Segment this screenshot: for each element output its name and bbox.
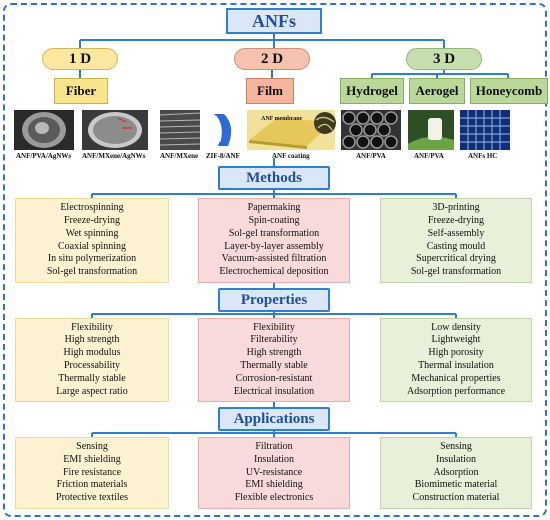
form-aerogel: Aerogel (409, 78, 465, 104)
form-film: Film (246, 78, 294, 104)
diagram-frame (3, 3, 547, 517)
methods-film-item: Vacuum-assisted filtration (221, 253, 327, 265)
applications-film-item: Insulation (254, 453, 294, 465)
properties-bulk-panel: Low density Lightweight High porosity Th… (380, 318, 532, 402)
dimension-2d: 2 D (234, 48, 310, 70)
applications-bulk-item: Construction material (412, 492, 500, 504)
form-hydrogel: Hydrogel (340, 78, 404, 104)
applications-film-panel: Filtration Insulation UV-resistance EMI … (198, 437, 350, 509)
dimension-1d: 1 D (42, 48, 118, 70)
photo-anf-pva-aerogel (408, 110, 454, 150)
methods-bulk-item: Sol-gel transformation (410, 266, 502, 278)
applications-bulk-item: Insulation (436, 453, 476, 465)
applications-bulk-panel: Sensing Insulation Adsorption Biomimetic… (380, 437, 532, 509)
methods-bulk-item: 3D-printing (432, 202, 480, 214)
properties-fiber-item: High strength (64, 334, 120, 346)
methods-bulk-panel: 3D-printing Freeze-drying Self-assembly … (380, 198, 532, 283)
properties-bulk-item: Low density (431, 321, 481, 333)
dimension-3d: 3 D (406, 48, 482, 70)
inset-anf-coating-micrograph (314, 112, 336, 134)
applications-bulk-item: Adsorption (433, 466, 479, 478)
applications-bulk-item: Biomimetic material (414, 479, 498, 491)
applications-bulk-item: Sensing (440, 441, 472, 452)
methods-film-panel: Papermaking Spin-coating Sol-gel transfo… (198, 198, 350, 283)
methods-fiber-item: In situ polymerization (47, 253, 137, 265)
methods-film-item: Sol-gel transformation (228, 227, 320, 239)
properties-header: Properties (218, 288, 330, 312)
methods-bulk-item: Freeze-drying (427, 214, 485, 226)
micrograph-anf-pva-hydrogel (341, 110, 401, 150)
methods-film-item: Electrochemical deposition (219, 266, 329, 278)
methods-bulk-item: Casting mould (426, 240, 486, 252)
properties-film-item: Filterability (250, 334, 298, 346)
caption-anf-pva-agnws: ANF/PVA/AgNWs (16, 152, 72, 160)
anf-membrane-label: ANF membrane (261, 116, 303, 122)
form-fiber: Fiber (54, 78, 108, 104)
methods-fiber-item: Sol-gel transformation (46, 266, 138, 278)
applications-fiber-item: Friction materials (56, 479, 128, 491)
applications-film-item: EMI shielding (245, 479, 303, 491)
methods-header: Methods (218, 166, 330, 190)
methods-fiber-item: Freeze-drying (63, 214, 121, 226)
methods-bulk-item: Self-assembly (427, 227, 485, 239)
caption-anfs-hc: ANFs HC (468, 152, 498, 160)
properties-bulk-item: Mechanical properties (411, 372, 501, 384)
applications-film-item: Filtration (255, 441, 293, 452)
applications-fiber-panel: Sensing EMI shielding Fire resistance Fr… (15, 437, 169, 509)
caption-anf-mxene-agnws: ANF/MXene/AgNWs (82, 152, 146, 160)
form-honeycomb: Honeycomb (470, 78, 548, 104)
properties-bulk-item: Lightweight (431, 334, 481, 346)
properties-fiber-item: Processability (63, 360, 121, 371)
applications-fiber-item: Fire resistance (62, 466, 122, 478)
methods-fiber-item: Wet spinning (65, 227, 119, 239)
micrograph-anf-mxene (160, 110, 200, 150)
methods-fiber-item: Coaxial spinning (57, 240, 127, 252)
properties-fiber-item: High modulus (63, 347, 121, 359)
applications-fiber-item: Sensing (76, 441, 108, 452)
caption-anf-pva-hydrogel: ANF/PVA (356, 152, 386, 160)
root-anfs: ANFs (226, 8, 322, 34)
applications-fiber-item: Protective textiles (56, 492, 128, 504)
micrograph-anf-pva-agnws (14, 110, 74, 150)
properties-fiber-panel: Flexibility High strength High modulus P… (15, 318, 169, 402)
applications-fiber-item: EMI shielding (63, 453, 121, 465)
methods-fiber-panel: Electrospinning Freeze-drying Wet spinni… (15, 198, 169, 283)
applications-film-item: UV-resistance (245, 466, 303, 478)
methods-film-item: Papermaking (247, 202, 301, 214)
properties-film-item: Corrosion-resistant (235, 372, 313, 384)
properties-fiber-item: Flexibility (71, 321, 113, 333)
methods-film-item: Spin-coating (248, 214, 300, 226)
properties-bulk-item: Adsorption performance (406, 385, 506, 397)
caption-anf-coating: ANF coating (272, 152, 310, 160)
applications-film-item: Flexible electronics (234, 492, 314, 504)
photo-anfs-honeycomb (460, 110, 510, 150)
caption-zif8-anf: ZIF-8/ANF (206, 152, 240, 160)
properties-bulk-item: High porosity (428, 347, 484, 359)
micrograph-anf-mxene-agnws (82, 110, 148, 150)
photo-zif8-anf (206, 110, 242, 150)
methods-bulk-item: Supercritical drying (416, 253, 496, 265)
properties-film-item: High strength (246, 347, 302, 359)
methods-film-item: Layer-by-layer assembly (224, 240, 324, 252)
properties-film-item: Thermally stable (240, 360, 308, 371)
caption-anf-mxene: ANF/MXene (160, 152, 199, 160)
properties-fiber-item: Thermally stable (58, 372, 126, 384)
properties-film-item: Flexibility (253, 321, 295, 333)
caption-anf-pva-aerogel: ANF/PVA (414, 152, 444, 160)
properties-fiber-item: Large aspect ratio (56, 385, 128, 397)
properties-film-item: Electrical insulation (233, 385, 315, 397)
applications-header: Applications (218, 407, 330, 431)
methods-fiber-item: Electrospinning (60, 202, 124, 214)
properties-bulk-item: Thermal insulation (418, 360, 494, 371)
properties-film-panel: Flexibility Filterability High strength … (198, 318, 350, 402)
